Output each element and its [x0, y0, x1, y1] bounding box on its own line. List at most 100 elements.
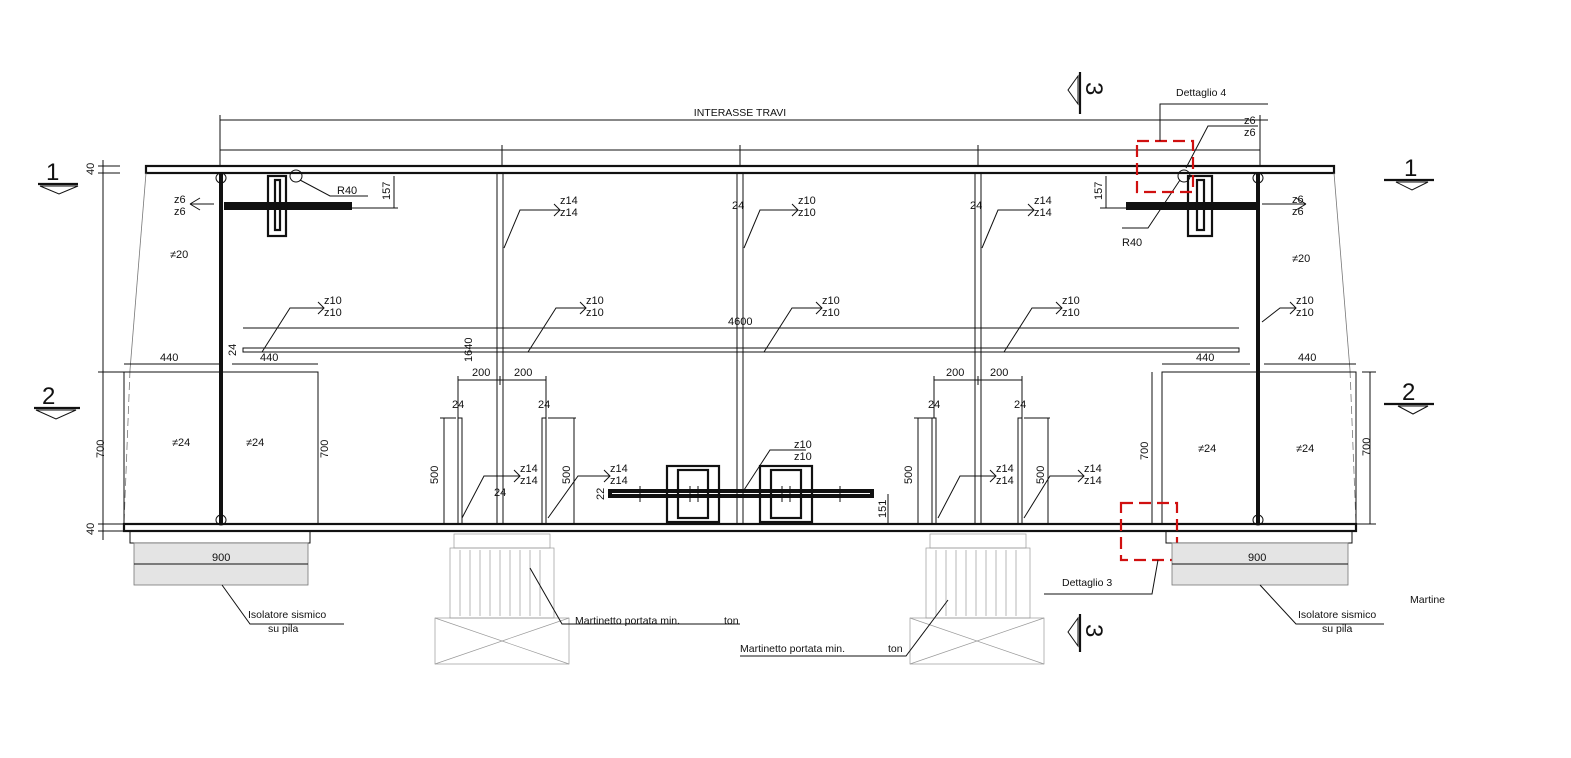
weld-z10-f2: z10 [1296, 307, 1314, 319]
dim-700-left-inner: 700 [319, 440, 331, 458]
weld-z14-d2: z14 [610, 475, 628, 487]
section-3-top: 3 [1080, 82, 1107, 95]
dim-500-a: 500 [429, 466, 441, 484]
detail-callouts: Dettaglio 4 Dettaglio 3 [1044, 87, 1268, 595]
plate-24-d: ≠24 [1296, 443, 1314, 455]
dim-440-left-outer: 440 [160, 352, 178, 364]
weld-z10-e2: z10 [1062, 307, 1080, 319]
dim-24-low: 24 [494, 487, 506, 499]
jack-stiffeners: 200 200 200 200 24 24 24 24 24 24 24 500… [429, 200, 1050, 525]
jack-left-label: Martinetto portata min. [575, 615, 680, 627]
plate-24-c: ≠24 [1198, 443, 1216, 455]
jack-right-unit: ton [888, 643, 903, 655]
isolator-right-line1: Isolatore sismico [1298, 609, 1376, 621]
dim-200-b: 200 [514, 367, 532, 379]
weld-z10-c1: z10 [586, 295, 604, 307]
left-dimensions: 40 700 40 700 440 440 24 1640 4600 [85, 160, 1239, 540]
dim-200-c: 200 [946, 367, 964, 379]
dim-40-bottom: 40 [85, 523, 97, 535]
isolators: 900 900 Isolatore sismico su pila Isolat… [129, 530, 1384, 635]
dim-24-left: 24 [227, 344, 239, 356]
weld-z10-f1: z10 [1296, 295, 1314, 307]
dim-700-right: 700 [1361, 438, 1373, 456]
plate-labels: ≠20 ≠20 ≠24 ≠24 ≠24 ≠24 [170, 249, 1314, 455]
title-label: INTERASSE TRAVI [694, 107, 786, 119]
isolator-left-line2: su pila [268, 623, 299, 635]
bracket-right: R40 157 [1093, 169, 1256, 249]
dim-24-mid2: 24 [970, 200, 982, 212]
radius-label-left: R40 [337, 185, 357, 197]
central-splice [608, 464, 874, 524]
dim-440-right-inner: 440 [1196, 352, 1214, 364]
weld-z10-d2: z10 [822, 307, 840, 319]
weld-z6-top-a: z6 [1244, 115, 1256, 127]
detail-4-box [1135, 139, 1195, 194]
bracket-left: R40 157 [224, 169, 398, 238]
dim-200-a: 200 [472, 367, 490, 379]
weld-z14-b2: z14 [1034, 207, 1052, 219]
plate-24-b: ≠24 [246, 437, 264, 449]
radius-label-right: R40 [1122, 237, 1142, 249]
plate-24-a: ≠24 [172, 437, 190, 449]
plate-20-right: ≠20 [1292, 253, 1310, 265]
jack-cut-label: Martine [1410, 594, 1445, 606]
isolator-left-line1: Isolatore sismico [248, 609, 326, 621]
dim-24-d: 24 [1014, 399, 1026, 411]
dim-4600: 4600 [728, 316, 752, 328]
weld-z6-left-b: z6 [174, 206, 186, 218]
dim-500-b: 500 [561, 466, 573, 484]
jack-right-label: Martinetto portata min. [740, 643, 845, 655]
dim-440-left-inner: 440 [260, 352, 278, 364]
isolator-right-line2: su pila [1322, 623, 1353, 635]
plate-20-left: ≠20 [170, 249, 188, 261]
jack-left-unit: ton [724, 615, 739, 627]
jacks: Martinetto portata min. ton Martinetto p… [434, 533, 1445, 665]
weld-z14-a1: z14 [560, 195, 578, 207]
weld-z10-a1: z10 [798, 195, 816, 207]
detail-4-label: Dettaglio 4 [1176, 87, 1226, 99]
dim-200-d: 200 [990, 367, 1008, 379]
weld-z6-right-a: z6 [1292, 194, 1304, 206]
weld-z10-b1: z10 [324, 295, 342, 307]
dim-440-right-outer: 440 [1298, 352, 1316, 364]
detail-3-label: Dettaglio 3 [1062, 577, 1112, 589]
cross-section [122, 164, 1358, 533]
weld-z6-right-b: z6 [1292, 206, 1304, 218]
dim-24-mid: 24 [732, 200, 744, 212]
weld-z6-top-b: z6 [1244, 127, 1256, 139]
top-dimension: INTERASSE TRAVI [219, 107, 1268, 165]
detail-3-box [1119, 501, 1179, 562]
dim-1640: 1640 [463, 338, 475, 362]
dim-900-left: 900 [212, 552, 230, 564]
weld-z10-d1: z10 [822, 295, 840, 307]
weld-z14-d1: z14 [610, 463, 628, 475]
dim-500-c: 500 [903, 466, 915, 484]
dim-157-right: 157 [1093, 182, 1105, 200]
section-1-left: 1 [46, 159, 59, 186]
weld-z10-c2: z10 [586, 307, 604, 319]
weld-z14-e1: z14 [996, 463, 1014, 475]
dim-500-d: 500 [1035, 466, 1047, 484]
weld-z14-e2: z14 [996, 475, 1014, 487]
weld-z10-b2: z10 [324, 307, 342, 319]
dim-24-a: 24 [452, 399, 464, 411]
weld-z10-e1: z10 [1062, 295, 1080, 307]
weld-z10-g1: z10 [794, 439, 812, 451]
section-markers: 1 1 2 2 3 3 [34, 72, 1434, 652]
dim-40-top: 40 [85, 163, 97, 175]
section-1-right: 1 [1404, 155, 1417, 182]
section-3-bottom: 3 [1080, 624, 1107, 637]
dim-24-b: 24 [538, 399, 550, 411]
dim-700-right-inner: 700 [1139, 442, 1151, 460]
dim-151: 151 [877, 500, 889, 518]
dim-24-c: 24 [928, 399, 940, 411]
dim-22: 22 [595, 488, 607, 500]
weld-z14-c2: z14 [520, 475, 538, 487]
weld-z14-b1: z14 [1034, 195, 1052, 207]
section-2-right: 2 [1402, 379, 1415, 406]
right-dimensions: 700 700 440 440 [1139, 352, 1376, 525]
weld-callouts: z6 z6 z6 z6 z6 z6 z14 z14 z10 z10 z14 z1… [174, 115, 1314, 519]
section-2-left: 2 [42, 383, 55, 410]
weld-z14-a2: z14 [560, 207, 578, 219]
